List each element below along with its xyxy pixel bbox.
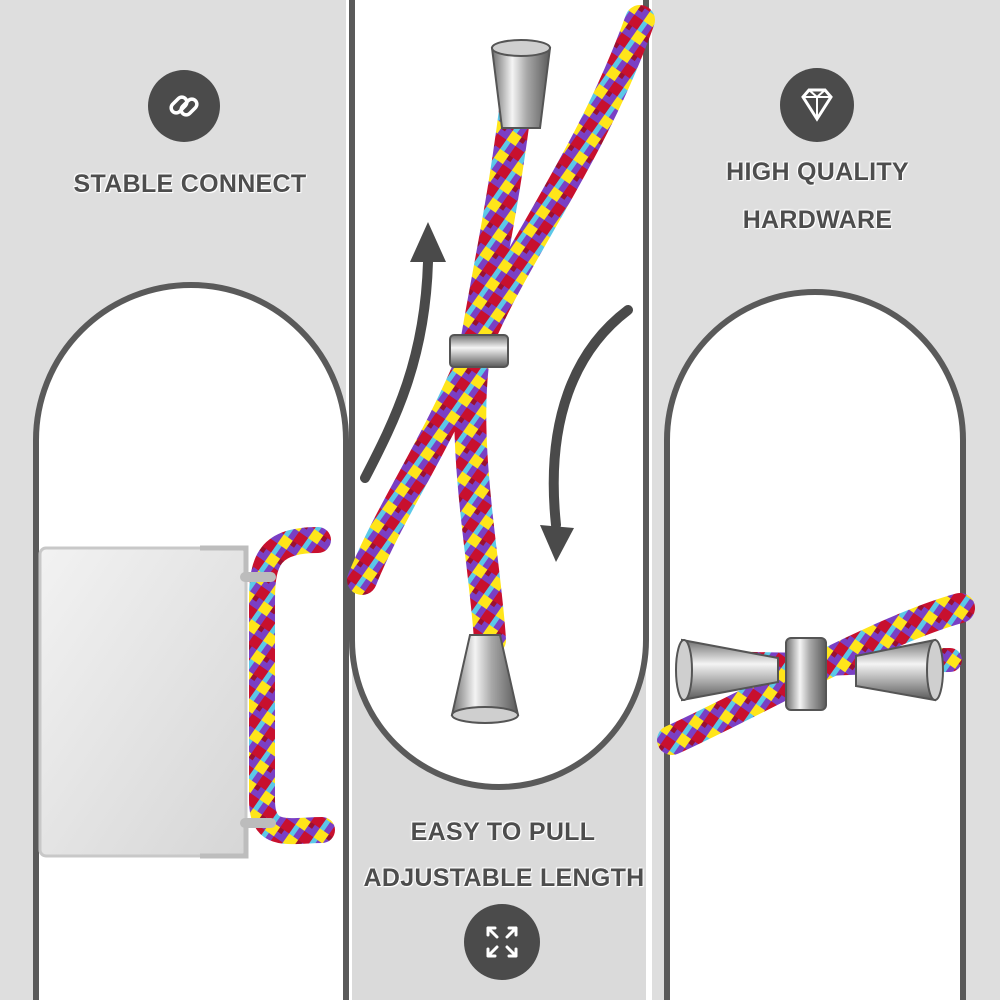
link-icon <box>148 70 220 142</box>
expand-arrows-icon <box>464 904 540 980</box>
diamond-icon <box>780 68 854 142</box>
feature-title-quality-line1: HIGH QUALITY <box>726 158 909 186</box>
feature-title-adjust-line1: EASY TO PULL <box>410 818 596 846</box>
feature-title-adjust-line2: ADJUSTABLE LENGTH <box>363 864 645 892</box>
feature-title-quality-line2: HARDWARE <box>742 206 893 234</box>
feature-title-stable-connect: STABLE CONNECT <box>73 170 307 198</box>
